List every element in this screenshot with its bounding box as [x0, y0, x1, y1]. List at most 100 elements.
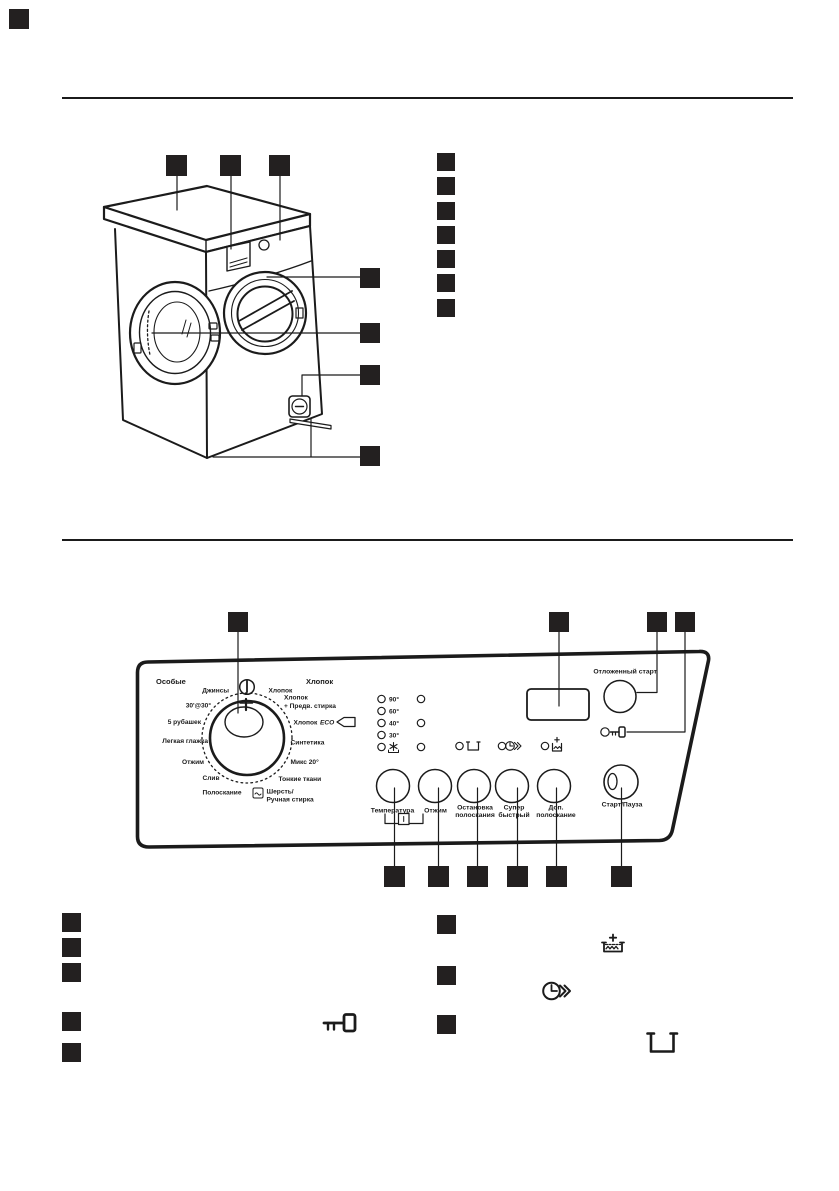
temp-40-label: 40° [389, 720, 399, 728]
machine-callout-1 [166, 155, 187, 176]
glass-reflection [181, 319, 192, 338]
desc-right-marker-2 [437, 966, 456, 985]
extra-rinse-button [536, 768, 572, 804]
extra-rinse-button-label-2: полоскание [536, 812, 576, 819]
machine-callout-7 [360, 446, 380, 466]
desc-left-marker-4 [62, 1012, 81, 1031]
spin-button [417, 768, 453, 804]
machine-lid-top [102, 184, 312, 242]
panel-callout-lines-top [237, 631, 686, 733]
dial-header-special: Особые [156, 677, 186, 686]
program-cotton: Хлопок [269, 688, 294, 695]
door-latch-hole [295, 307, 304, 319]
power-icon [238, 678, 256, 696]
callout-lines-side [151, 276, 361, 458]
panel-callout-6 [428, 866, 449, 887]
desc-left-marker-2 [62, 938, 81, 957]
page-chrome [9, 9, 793, 541]
legend-marker-6 [437, 274, 455, 292]
program-prewash-line2: + Предв. стирка [284, 703, 336, 710]
wool-handwash-icon [252, 787, 264, 799]
program-spin: Отжим [182, 759, 204, 766]
key-icon [322, 1013, 357, 1033]
spin-button-label: Отжим [424, 808, 447, 815]
program-eco-word2: ECO [320, 720, 335, 727]
legend-marker-1 [437, 153, 455, 171]
panel-callout-lines-bottom [393, 787, 623, 867]
extra-rinse-plus-tub-icon [551, 736, 563, 752]
panel-callout-7 [467, 866, 488, 887]
super-quick-button-label-1: Супер [504, 805, 525, 812]
delayed-start-button [603, 679, 637, 714]
section-divider-top [62, 97, 793, 99]
led-cold [377, 742, 386, 752]
tag-arrow-icon [336, 716, 356, 728]
machine-knob [258, 239, 270, 251]
temperature-leds: 90° 60° 40° 30° [377, 694, 426, 753]
legend-marker-2 [437, 177, 455, 195]
key-icon [609, 726, 626, 738]
rinse-hold-tub-icon [646, 1032, 679, 1053]
dial-dotted-ring [201, 692, 293, 784]
led-spin-3 [416, 742, 426, 752]
rinse-hold-button-label-2: полоскания [455, 812, 495, 819]
led-60 [377, 706, 386, 716]
dial-knob [224, 706, 264, 738]
desc-right-marker-1 [437, 915, 456, 934]
drum-lines [238, 290, 295, 331]
program-shirts: 5 рубашек [168, 718, 202, 726]
legend-marker-7 [437, 299, 455, 317]
description-list-right [437, 915, 679, 1053]
section-divider-middle [62, 539, 793, 541]
machine-callout-4 [360, 268, 380, 288]
program-delicates: Тонкие ткани [279, 776, 322, 783]
extra-rinse-plus-tub-icon [601, 933, 625, 953]
rinse-hold-tub-icon [465, 741, 481, 751]
control-panel-figure: Особые Хлопок Джинсы 30'@30° 5 рубашек Л… [135, 612, 711, 887]
program-easy-iron: Легкая глажка [162, 738, 208, 745]
program-wool-line2: Ручная стирка [267, 797, 315, 804]
panel-callout-4 [675, 612, 695, 632]
led-spin-1 [416, 694, 426, 704]
program-eco-word1: Хлопок [294, 720, 319, 727]
machine-left-side [114, 228, 208, 459]
led-40 [377, 718, 386, 728]
door-catch-top [208, 322, 218, 330]
rinse-hold-button-label-1: Остановка [457, 805, 493, 812]
led-extra-rinse [540, 741, 550, 751]
program-rinse: Полоскание [203, 790, 242, 797]
desc-left-marker-5 [62, 1043, 81, 1062]
washing-machine-figure [102, 155, 380, 466]
super-quick-button [494, 768, 530, 804]
led-child-lock [600, 727, 610, 737]
program-synthetics: Синтетика [291, 740, 325, 747]
program-mix: Микс 20° [291, 758, 320, 766]
panel-callout-10 [611, 866, 632, 887]
desc-right-marker-3 [437, 1015, 456, 1034]
program-prewash-line1: Хлопок [284, 695, 309, 702]
program-drain: Слив [202, 775, 219, 782]
program-jeans: Джинсы [202, 688, 229, 695]
legend-marker-3 [437, 202, 455, 220]
display [526, 688, 590, 721]
program-dial [201, 678, 293, 784]
program-wool-line1: Шерсть/ [267, 789, 294, 796]
machine-callout-3 [269, 155, 290, 176]
delayed-start-label: Отложенный старт [593, 668, 657, 676]
panel-callout-3 [647, 612, 667, 632]
door-catch-bottom [210, 334, 220, 342]
detergent-drawer [226, 241, 251, 272]
open-door-glass [153, 301, 201, 363]
temperature-button [375, 768, 411, 804]
cold-wash-icon [388, 741, 399, 753]
clock-quick-icon [542, 981, 571, 1001]
panel-callout-1 [228, 612, 248, 632]
panel-callout-8 [507, 866, 528, 887]
page-corner-marker [9, 9, 29, 29]
clock-quick-icon [505, 741, 522, 751]
led-90 [377, 694, 386, 704]
led-rinse-hold [455, 741, 464, 751]
desc-left-marker-3 [62, 963, 81, 982]
